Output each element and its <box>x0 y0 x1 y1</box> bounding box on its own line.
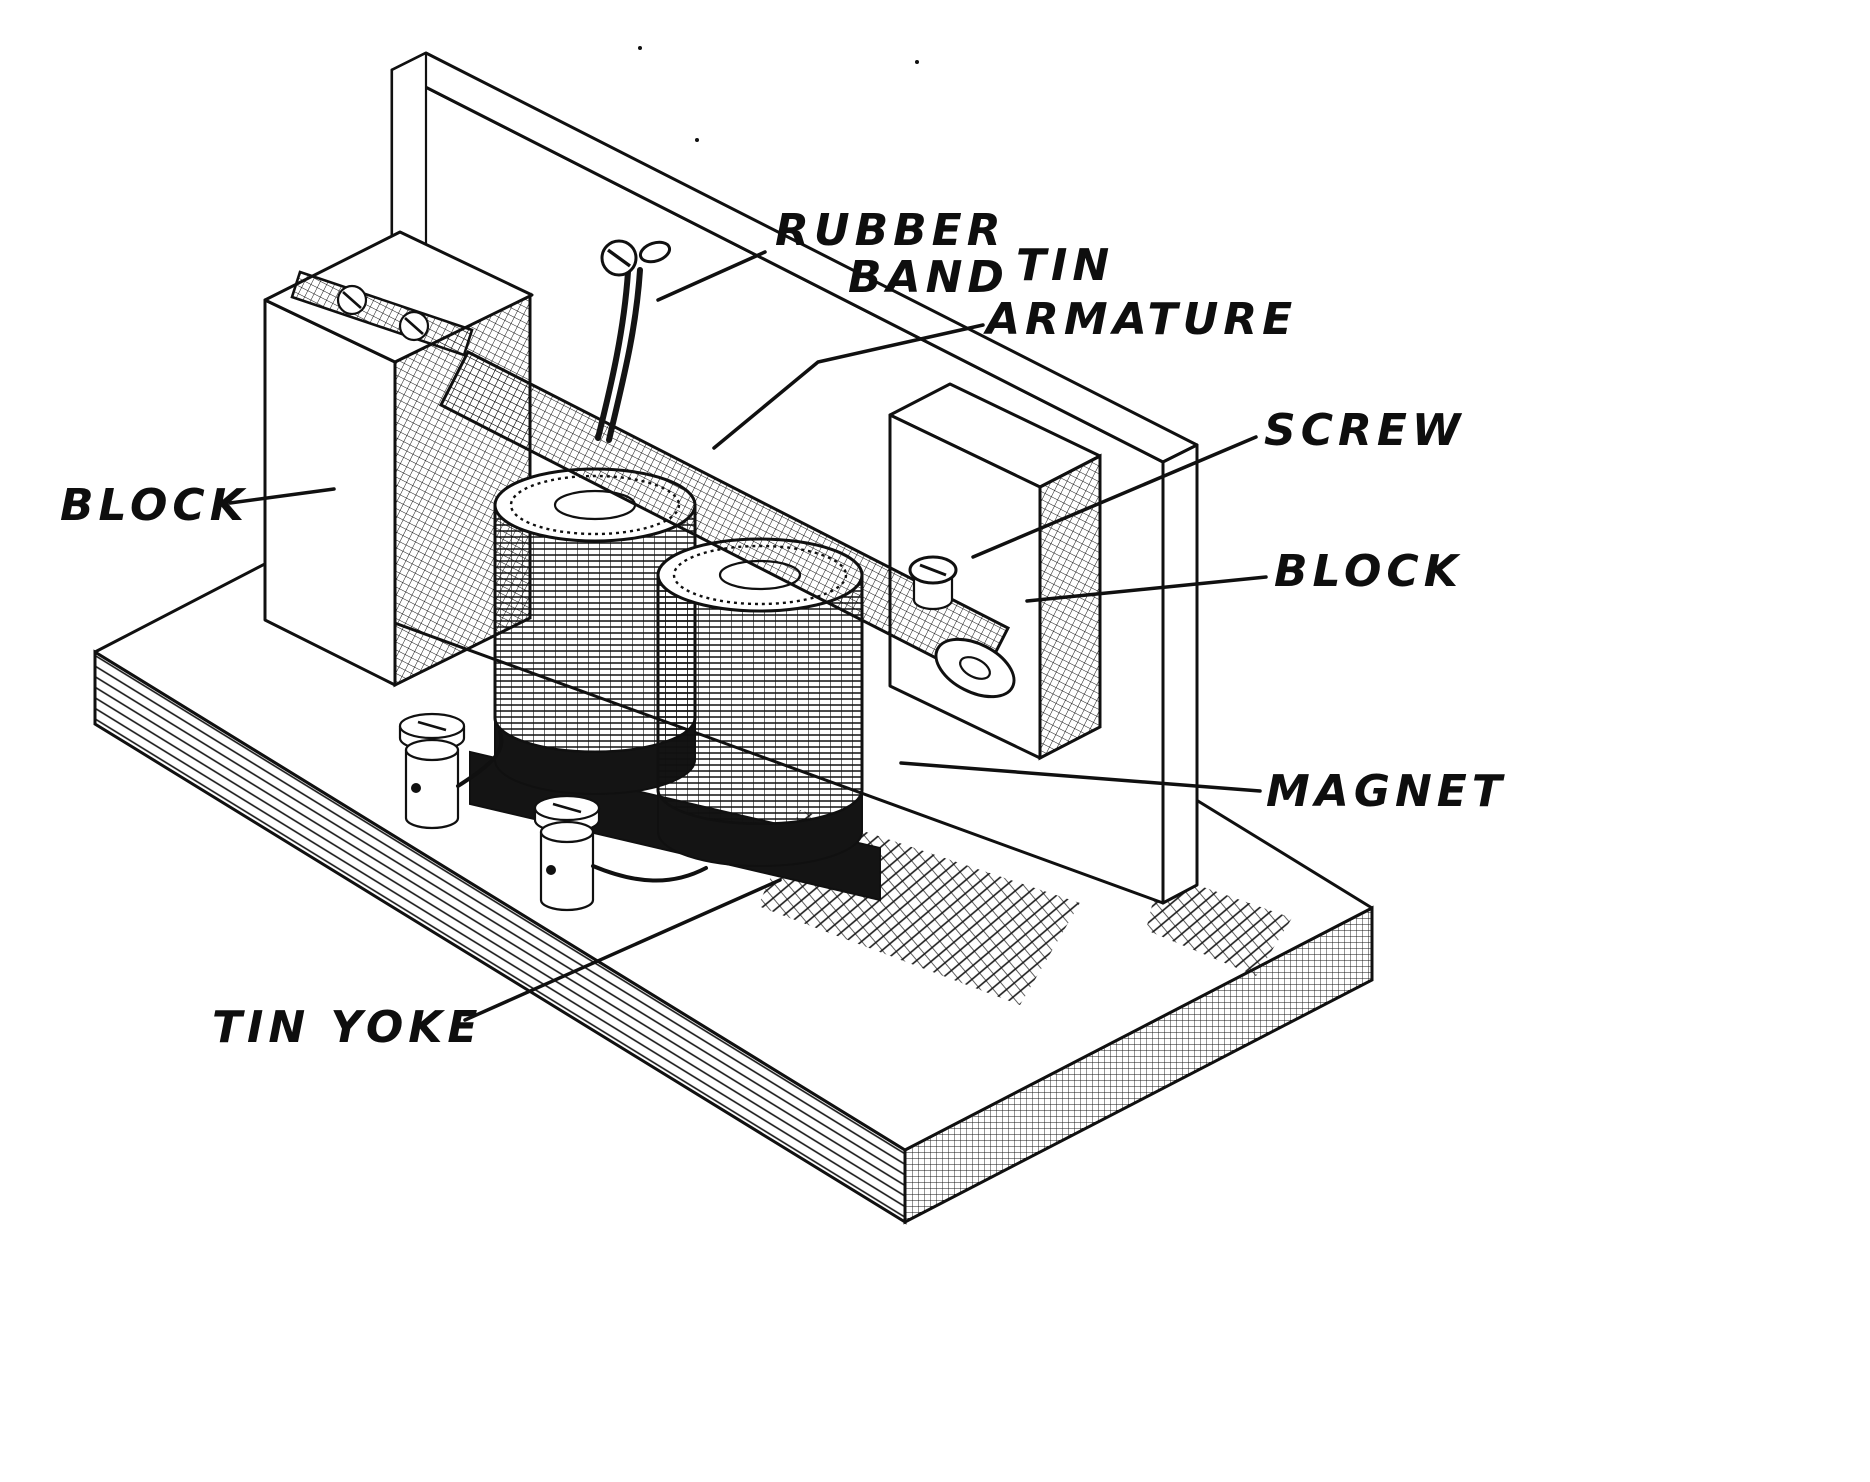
label-tin-armature-line1: TIN <box>1016 240 1114 291</box>
binding-post-right <box>533 794 601 912</box>
armature-end-hole <box>959 656 991 680</box>
leader-magnet <box>899 761 1262 793</box>
left-block <box>263 230 534 688</box>
tin-armature <box>438 349 1016 699</box>
rubber-band-strand-1 <box>595 269 631 441</box>
adjusting-screw-slot <box>919 563 947 577</box>
right-block-side-hatched <box>1038 453 1102 761</box>
figure-labels: RUBBER BAND TIN ARMATURE SCREW BLOCK BLO… <box>60 205 1507 1053</box>
band-loop <box>638 240 672 264</box>
binding-post-left <box>398 712 466 830</box>
post-right-body-top <box>539 820 595 844</box>
leader-screw <box>971 435 1258 559</box>
ink-specks <box>638 46 919 142</box>
leader-lines <box>228 250 1268 1022</box>
label-screw: SCREW <box>1264 405 1465 456</box>
label-block-right: BLOCK <box>1274 546 1463 597</box>
label-block-left: BLOCK <box>60 480 249 531</box>
left-block-top-face <box>263 230 534 364</box>
wire-post-right <box>591 864 708 883</box>
post-left-hole <box>411 783 421 793</box>
label-tin-armature-line2: ARMATURE <box>983 294 1297 345</box>
post-right-body <box>539 832 595 912</box>
post-right-slot <box>552 802 582 814</box>
shadow-backboard-end <box>1146 872 1292 976</box>
label-tin-yoke: TIN YOKE <box>212 1002 482 1053</box>
left-block-front-face <box>263 298 397 687</box>
rubber-band-strand-2 <box>606 267 643 443</box>
armature-clamp-strap <box>290 270 474 357</box>
leader-block-left <box>228 487 336 505</box>
leader-rubber-band <box>656 250 767 302</box>
post-right-hole <box>546 865 556 875</box>
band-screw-slot <box>607 248 631 268</box>
mounting-screw-right-slot <box>404 317 424 335</box>
post-left-slot <box>417 720 447 732</box>
wire-post-left <box>456 730 504 788</box>
backboard-right-end <box>1161 443 1199 905</box>
label-magnet: MAGNET <box>1266 766 1507 817</box>
label-rubber-band-line2: BAND <box>848 252 1009 303</box>
post-left-body-top <box>404 738 460 762</box>
mounting-screw-left-slot <box>342 291 362 309</box>
coil-right-bottom-band <box>657 789 863 867</box>
post-left-body <box>404 750 460 830</box>
leader-block-right <box>1025 575 1268 603</box>
rubber-band-assembly <box>595 239 672 443</box>
leader-tin-armature <box>712 323 985 450</box>
label-rubber-band-line1: RUBBER <box>775 205 1006 256</box>
leader-tin-yoke <box>463 878 782 1022</box>
